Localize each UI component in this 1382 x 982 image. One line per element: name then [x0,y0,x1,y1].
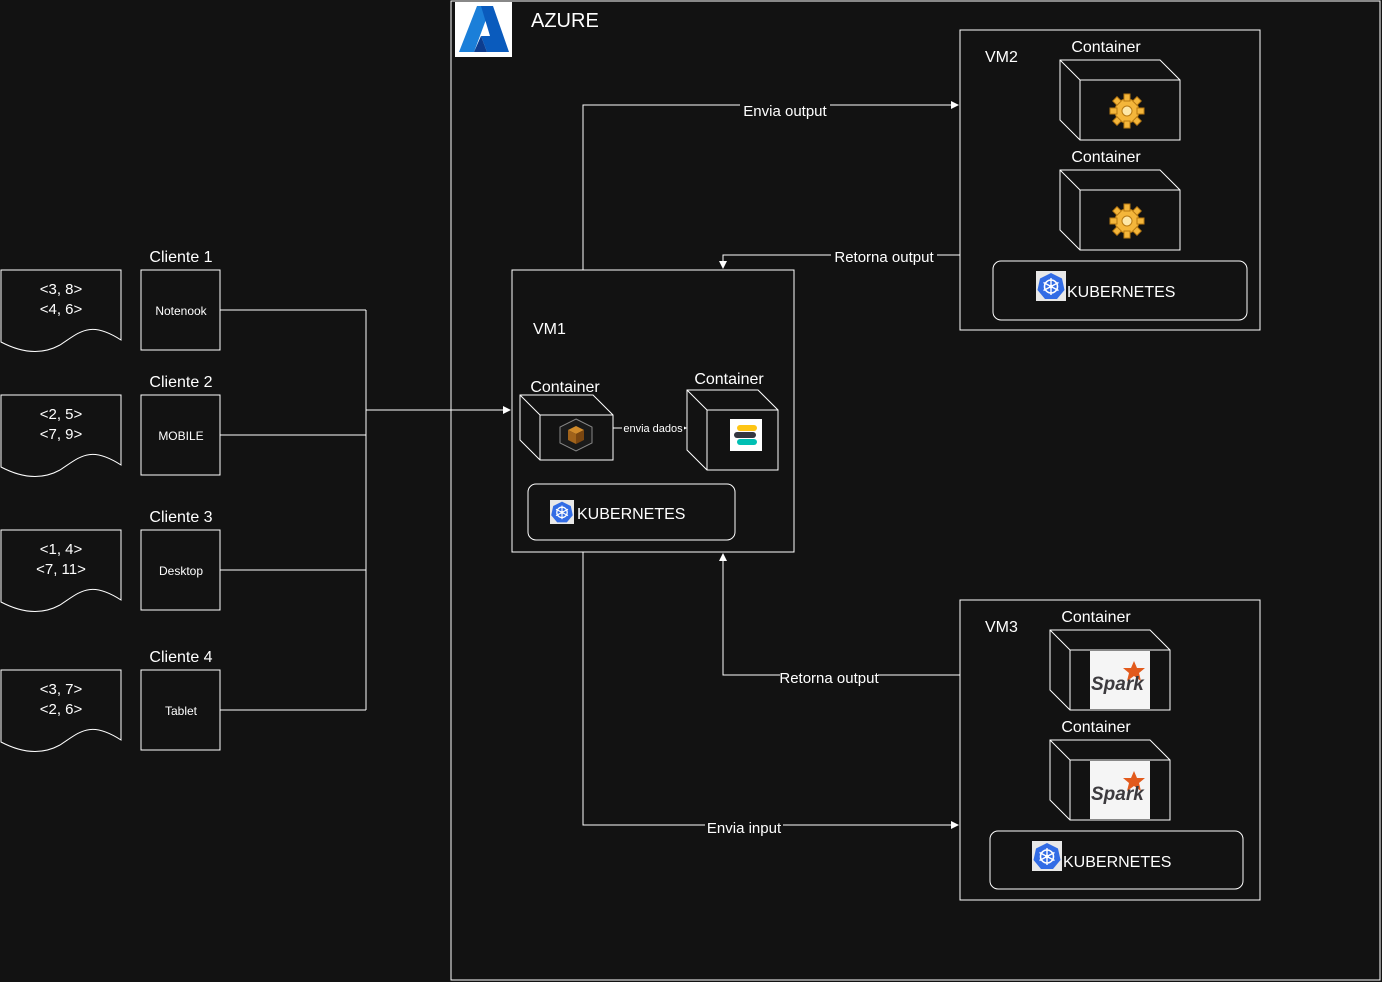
client-1-data-document: <3, 8> <4, 6> [0,269,122,353]
vm1-internal-edge-label: envia dados [623,423,683,435]
client-1-data-line2: <4, 6> [40,301,83,318]
svg-text:Spark: Spark [1091,784,1145,805]
elasticsearch-icon [730,419,762,451]
client-3-data-line1: <1, 4> [40,541,83,558]
client-4-data-line1: <3, 7> [40,681,83,698]
client-3-title: Cliente 3 [149,509,212,526]
client-2-title: Cliente 2 [149,374,212,391]
edge-vm1-to-vm3-label: Envia input [707,820,782,837]
client-3-data-line2: <7, 11> [36,561,86,578]
spark-icon: Spark [1090,761,1150,819]
client-1-device-box [140,269,221,351]
client-4-device-box [140,669,221,751]
vm1-container-b-label: Container [694,371,764,388]
edge-vm1-to-vm2: Envia output [582,100,959,270]
vm1-container-a-label: Container [530,379,600,396]
kubernetes-icon [550,500,574,524]
client-4-device: Tablet [165,704,198,718]
vm2-label: VM2 [985,49,1018,66]
client-4-data-line2: <2, 6> [40,701,83,718]
spark-icon: Spark [1090,651,1150,709]
vm2-container-1-label: Container [1071,39,1141,56]
edge-vm2-to-vm1: Retorna output [719,247,960,269]
client-4-data-document: <3, 7> <2, 6> [0,669,122,753]
vm1-internal-edge: envia dados [613,421,687,435]
client-2-data-line1: <2, 5> [40,406,83,423]
azure-title: AZURE [531,10,599,32]
vm3-container-1-label: Container [1061,609,1131,626]
vm3-container-2-label: Container [1061,719,1131,736]
client-2-device-box [140,394,221,476]
client-2-data-line2: <7, 9> [40,426,83,443]
kubernetes-icon [1036,271,1066,301]
vm3-label: VM3 [985,619,1018,636]
package-box-icon [559,418,593,452]
client-2-device: MOBILE [158,429,203,443]
client-4-title: Cliente 4 [149,649,212,666]
azure-logo-icon [455,2,512,57]
client-2-data-document: <2, 5> <7, 9> [0,394,122,478]
clients-to-vm1-connector [220,309,511,711]
edge-vm2-to-vm1-label: Retorna output [834,249,934,266]
vm1-label: VM1 [533,321,566,338]
edge-vm3-to-vm1: Retorna output [719,553,960,687]
svg-text:Spark: Spark [1091,674,1145,695]
gear-icon [1109,203,1145,239]
client-1-device: Notenook [155,304,207,318]
vm2-kubernetes-label: KUBERNETES [1067,284,1175,301]
vm3-kubernetes-label: KUBERNETES [1063,854,1171,871]
edge-vm1-to-vm3: Envia input [582,552,959,837]
vm1-kubernetes-box [527,483,736,541]
vm2-container-2-label: Container [1071,149,1141,166]
vm1-kubernetes-label: KUBERNETES [577,506,685,523]
client-1-data-line1: <3, 8> [40,281,83,298]
kubernetes-icon [1032,841,1062,871]
gear-icon [1109,93,1145,129]
client-1-title: Cliente 1 [149,249,212,266]
edge-vm1-to-vm2-label: Envia output [743,103,827,120]
edge-vm3-to-vm1-label: Retorna output [779,670,879,687]
client-3-data-document: <1, 4> <7, 11> [0,529,122,613]
client-3-device: Desktop [159,564,203,578]
